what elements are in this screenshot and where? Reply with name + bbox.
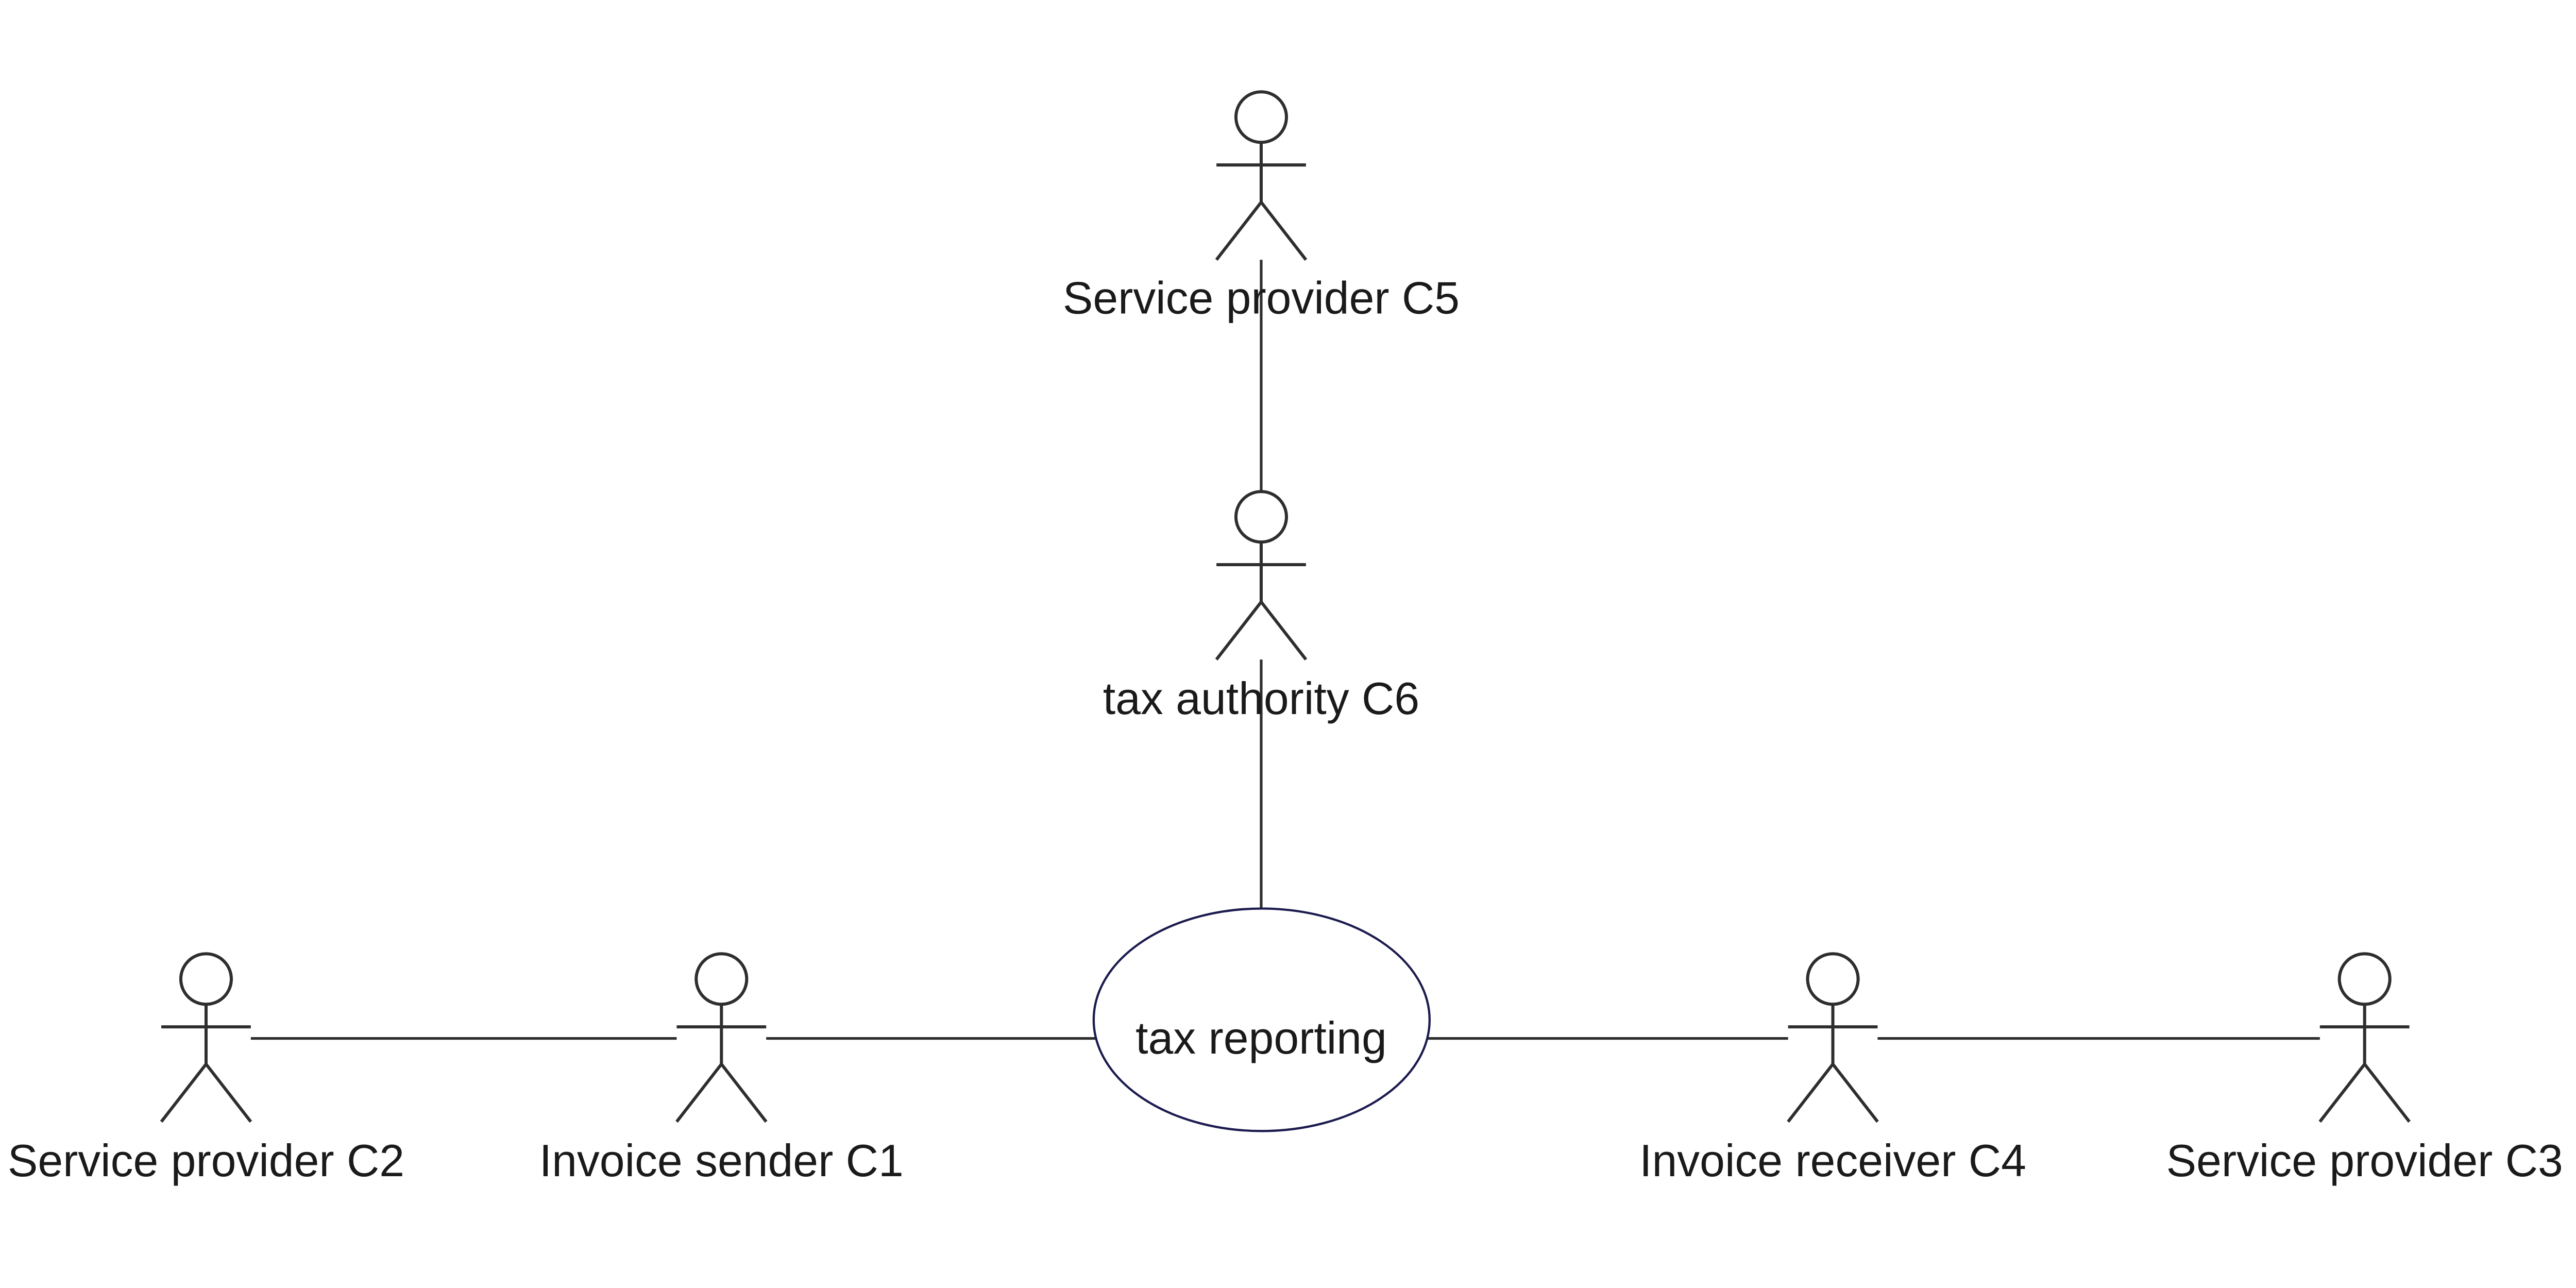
actor-label: Service provider C2 bbox=[8, 1136, 404, 1186]
actor-icon bbox=[676, 954, 766, 1122]
actor-icon bbox=[1216, 492, 1306, 659]
actor-label: Invoice receiver C4 bbox=[1639, 1136, 2026, 1186]
use-case-label: tax reporting bbox=[1136, 1013, 1387, 1063]
actor-icon bbox=[1788, 954, 1878, 1122]
actor-invoice-sender-c1: Invoice sender C1 bbox=[539, 954, 904, 1186]
actor-service-provider-c5: Service provider C5 bbox=[1063, 92, 1460, 323]
use-case-ellipse bbox=[1092, 907, 1431, 1132]
actor-label: Service provider C5 bbox=[1063, 273, 1460, 323]
actor-tax-authority-c6: tax authority C6 bbox=[1103, 492, 1419, 724]
actor-label: tax authority C6 bbox=[1103, 673, 1419, 724]
actor-service-provider-c3: Service provider C3 bbox=[2166, 954, 2563, 1186]
actor-icon bbox=[161, 954, 251, 1122]
actor-service-provider-c2: Service provider C2 bbox=[8, 954, 404, 1186]
actor-icon bbox=[1216, 92, 1306, 260]
actor-invoice-receiver-c4: Invoice receiver C4 bbox=[1639, 954, 2026, 1186]
actor-icon bbox=[2320, 954, 2410, 1122]
actor-label: Invoice sender C1 bbox=[539, 1136, 904, 1186]
actor-label: Service provider C3 bbox=[2166, 1136, 2563, 1186]
